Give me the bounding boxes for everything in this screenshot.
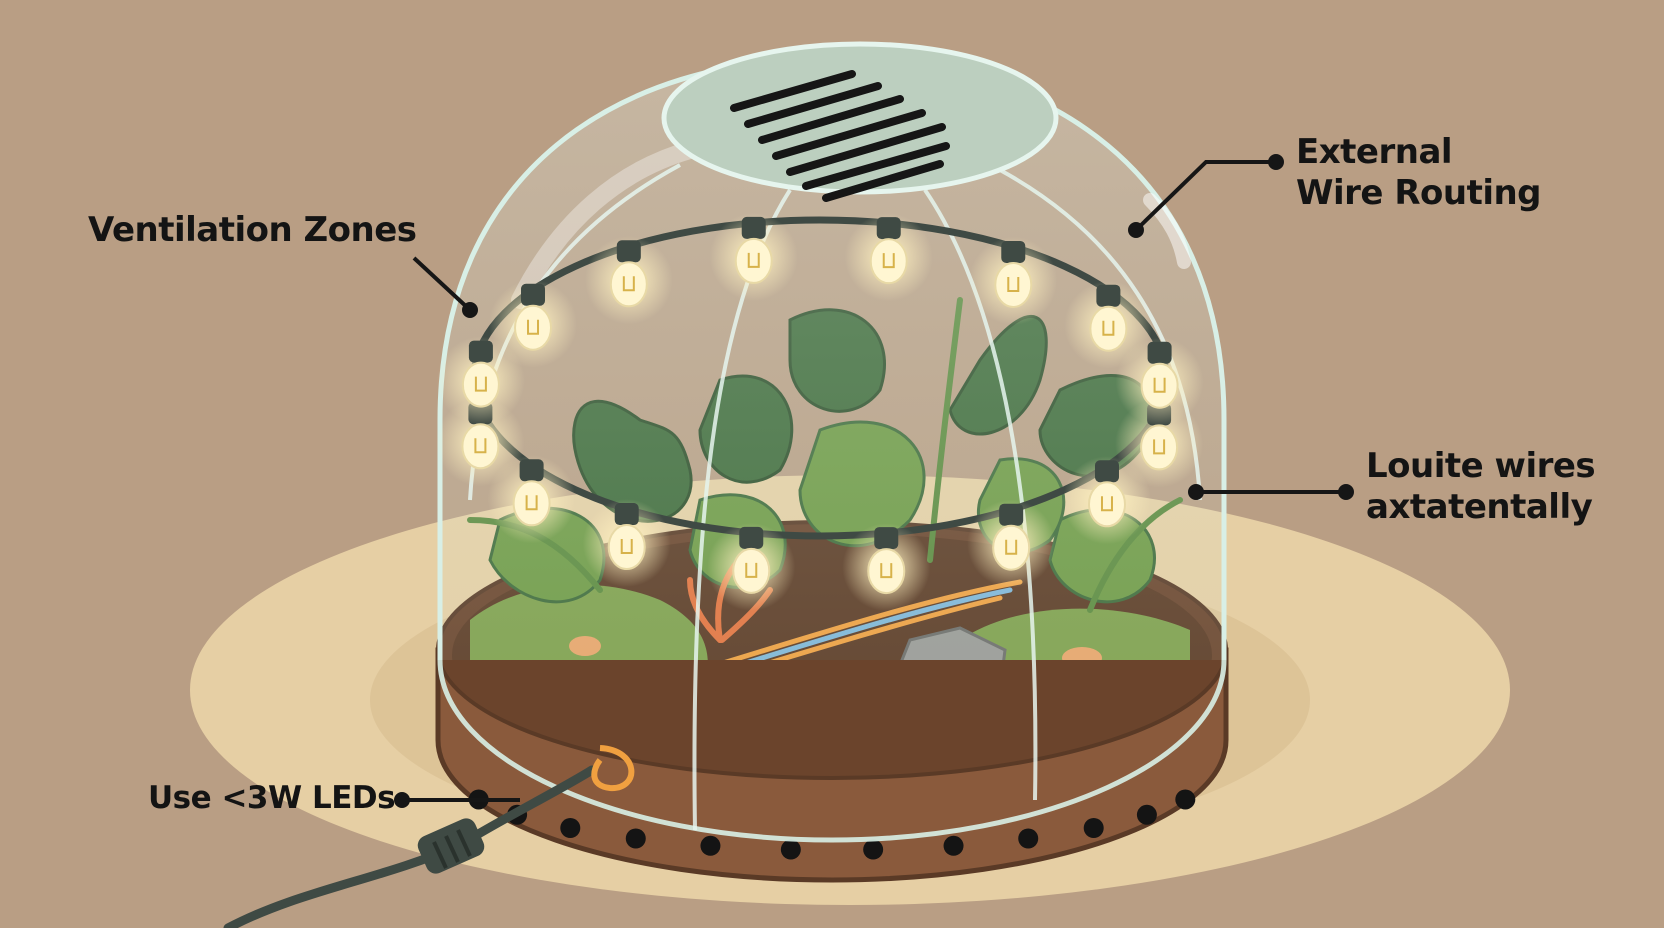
base-vent-hole	[625, 828, 646, 849]
base-vent-hole	[943, 835, 964, 856]
base-vent-hole	[700, 835, 721, 856]
led-bulb-icon	[842, 523, 931, 612]
base-vent-hole	[1175, 789, 1196, 810]
base-vent-hole	[780, 839, 801, 860]
led-bulb-icon	[707, 522, 796, 611]
led-bulb-icon	[967, 499, 1056, 588]
label-led-power: Use <3W LEDs	[148, 780, 396, 816]
led-bulb-icon	[487, 455, 576, 544]
led-bulb-icon	[844, 213, 933, 302]
led-bulb-icon	[1062, 456, 1151, 545]
base-vent-holes	[468, 789, 1196, 860]
base-vent-hole	[1083, 818, 1104, 839]
base-vent-hole	[863, 839, 884, 860]
base-vent-hole	[1018, 828, 1039, 849]
external-cable	[223, 745, 635, 928]
led-bulb-icon	[709, 212, 798, 301]
led-bulb-icon	[582, 499, 671, 588]
callout-leaders	[394, 154, 1354, 808]
label-ventilation-zones: Ventilation Zones	[88, 210, 417, 250]
led-bulb-icon	[969, 236, 1058, 325]
cable-connector-icon	[417, 818, 485, 874]
base-vent-hole	[1136, 804, 1157, 825]
led-bulb-icon	[1064, 280, 1153, 369]
vent-grille-icon	[661, 41, 1059, 202]
base-vent-hole	[560, 818, 581, 839]
led-bulb-icon	[489, 279, 578, 368]
led-bulb-icon	[436, 336, 525, 425]
label-route-wires: Louite wires axtatentally	[1366, 446, 1596, 528]
led-bulb-icon	[584, 236, 673, 325]
led-light-string	[436, 212, 1204, 612]
led-bulb-icon	[1115, 399, 1204, 488]
label-external-wire-routing: External Wire Routing	[1296, 132, 1542, 214]
led-bulb-icon	[1115, 337, 1204, 426]
